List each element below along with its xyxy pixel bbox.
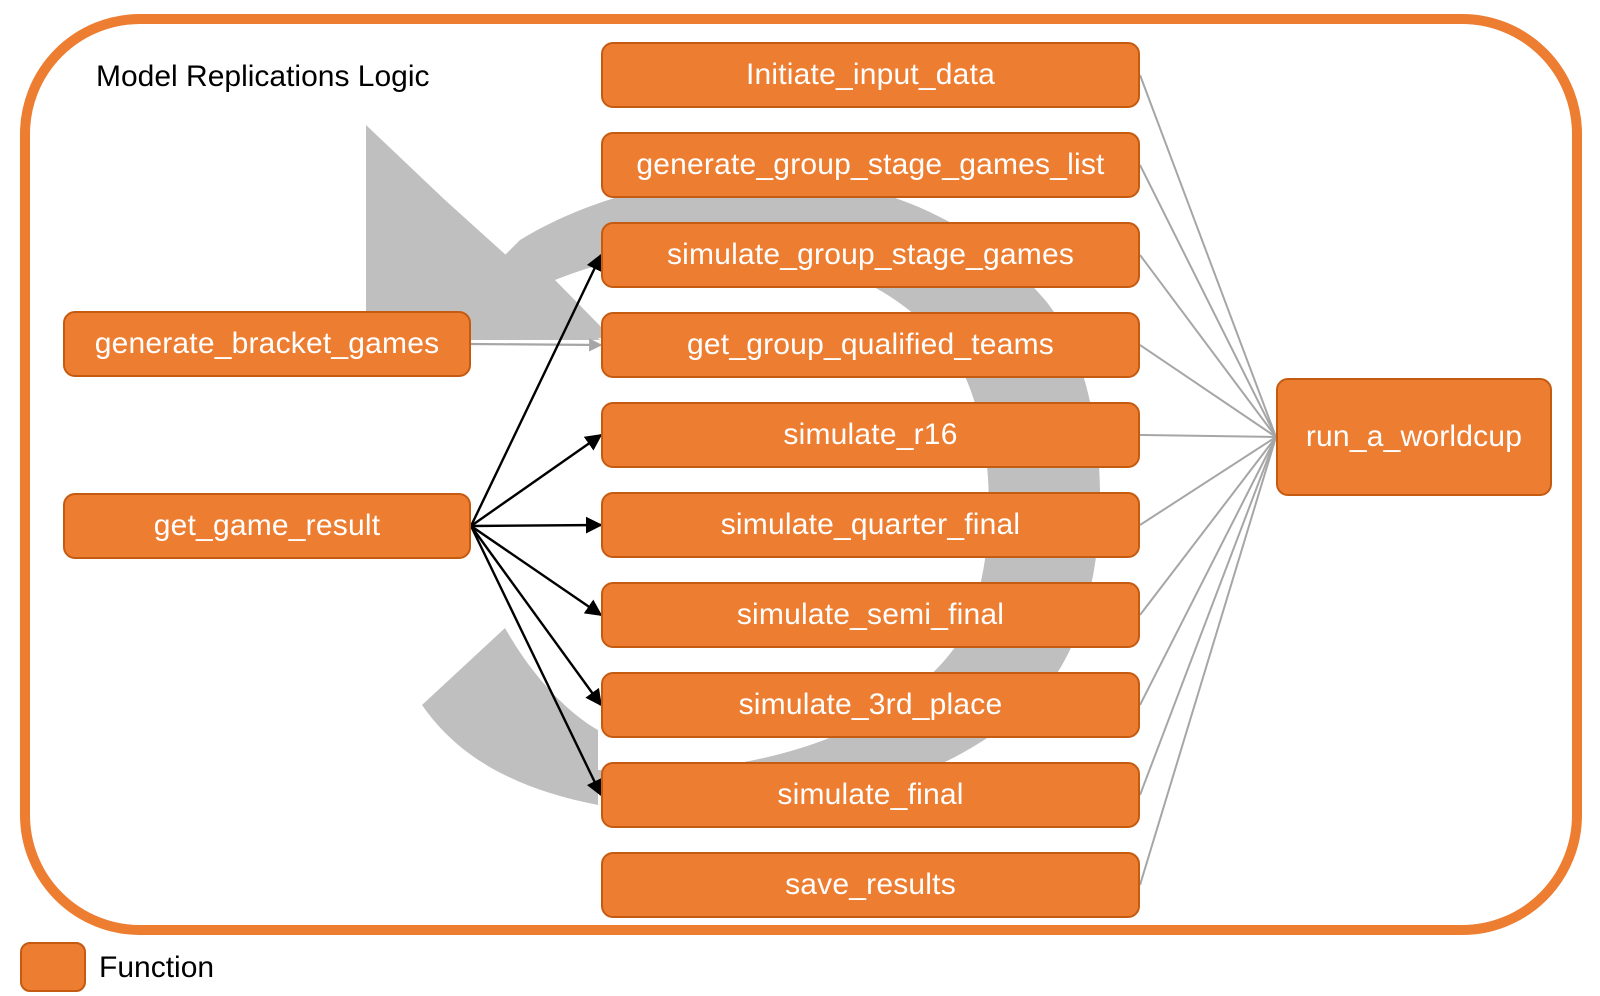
diagram-title: Model Replications Logic [96, 60, 430, 93]
connector-get-game-result-to-simulate-semi-final [470, 525, 603, 616]
node-simulate-3rd-place: simulate_3rd_place [601, 672, 1140, 738]
connector-simulate-3rd-place-to-run-a-worldcup [1139, 436, 1277, 706]
node-initiate-input-data: Initiate_input_data [601, 42, 1140, 108]
node-run-a-worldcup: run_a_worldcup [1276, 378, 1552, 496]
connector-get-game-result-to-simulate-final [469, 525, 603, 797]
connector-get-game-result-to-simulate-quarter-final [470, 516, 603, 534]
cycle-arrow-icon [365, 125, 1101, 808]
connector-simulate-final-to-run-a-worldcup [1139, 436, 1277, 796]
connector-generate-group-stage-games-list-to-run-a-worldcup [1139, 164, 1277, 438]
connector-simulate-group-stage-games-to-run-a-worldcup [1139, 254, 1277, 438]
cycle-arrow-tail [422, 628, 598, 805]
connector-get-game-result-to-simulate-r16 [470, 434, 603, 527]
connectors [469, 74, 1277, 886]
legend-function-label: Function [99, 951, 215, 984]
connector-initiate-input-data-to-run-a-worldcup [1139, 74, 1277, 438]
connector-get-group-qualified-teams-to-run-a-worldcup [1139, 344, 1277, 438]
node-generate-bracket-games: generate_bracket_games [63, 311, 471, 377]
legend-function-swatch [20, 942, 86, 992]
node-get-game-result: get_game_result [63, 493, 471, 559]
connector-get-game-result-to-simulate-3rd-place [470, 525, 602, 707]
node-save-results: save_results [601, 852, 1140, 918]
cycle-arrow-head [366, 125, 600, 340]
node-simulate-semi-final: simulate_semi_final [601, 582, 1140, 648]
connector-simulate-semi-final-to-run-a-worldcup [1139, 436, 1277, 616]
connector-save-results-to-run-a-worldcup [1139, 436, 1277, 886]
node-simulate-group-stage-games: simulate_group_stage_games [601, 222, 1140, 288]
node-simulate-r16: simulate_r16 [601, 402, 1140, 468]
connector-generate-bracket-games-to-get-group-qualified-teams [470, 338, 603, 352]
connector-simulate-quarter-final-to-run-a-worldcup [1139, 436, 1277, 526]
node-simulate-quarter-final: simulate_quarter_final [601, 492, 1140, 558]
connector-get-game-result-to-simulate-group-stage-games [469, 253, 603, 527]
node-generate-group-stage-games-list: generate_group_stage_games_list [601, 132, 1140, 198]
node-get-group-qualified-teams: get_group_qualified_teams [601, 312, 1140, 378]
node-simulate-final: simulate_final [601, 762, 1140, 828]
connector-simulate-r16-to-run-a-worldcup [1139, 434, 1277, 438]
replications-frame [20, 14, 1582, 935]
